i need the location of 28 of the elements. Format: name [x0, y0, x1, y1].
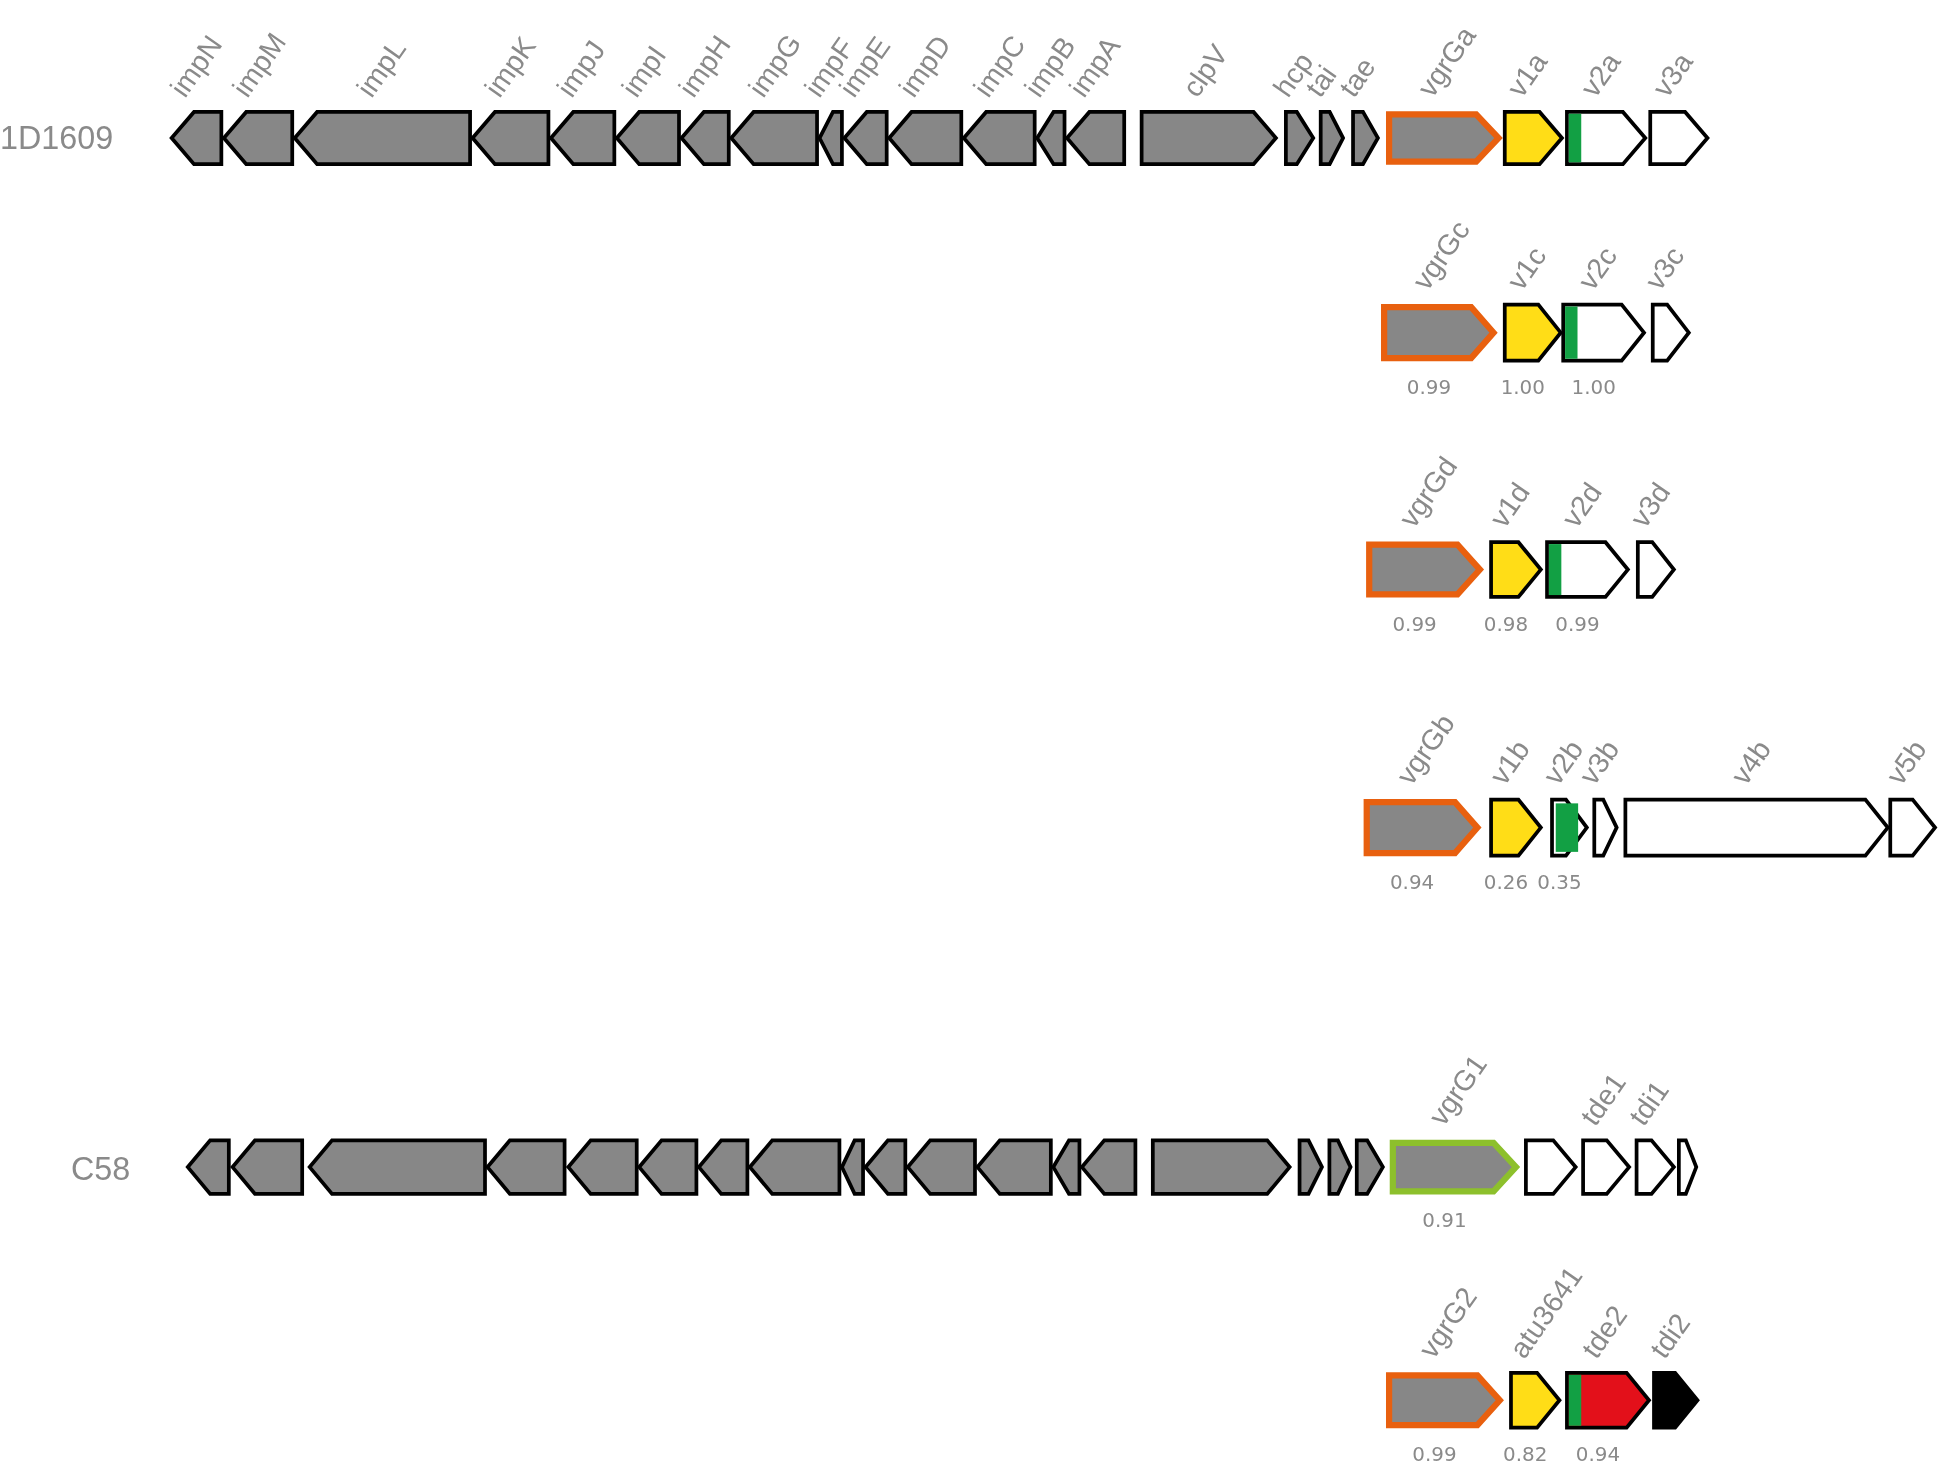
similarity-value: 0.98 — [1483, 611, 1529, 637]
gene-name: tdi2 — [1643, 1308, 1695, 1363]
similarity-value: 1.00 — [1500, 375, 1545, 401]
similarity-value: 0.99 — [1412, 1442, 1457, 1468]
similarity-value: 0.94 — [1575, 1442, 1621, 1468]
similarity-value: 1.00 — [1571, 375, 1616, 401]
gene-name: v3a — [1646, 47, 1698, 102]
similarity-value: 0.26 — [1483, 870, 1529, 896]
gene-name: v2d — [1555, 477, 1607, 533]
similarity-value: 0.82 — [1503, 1442, 1548, 1468]
gene-name: v5b — [1880, 734, 1932, 790]
gene-name: v1c — [1500, 241, 1551, 295]
strain-label: 1D1609 — [0, 119, 114, 157]
similarity-value: 0.99 — [1406, 375, 1452, 401]
similarity-value: 0.35 — [1537, 870, 1582, 896]
similarity-value: 0.99 — [1392, 611, 1437, 637]
gene-name: v1d — [1484, 477, 1535, 533]
gene-name: v4b — [1724, 734, 1776, 790]
gene-name: v2c — [1571, 241, 1622, 295]
similarity-value: 0.91 — [1422, 1208, 1467, 1234]
gene-name: v3c — [1638, 241, 1689, 295]
gene-name: v2a — [1574, 47, 1626, 102]
gene-name: v3d — [1623, 477, 1675, 533]
similarity-value: 0.99 — [1555, 611, 1600, 637]
similarity-value: 0.94 — [1389, 870, 1435, 896]
gene-name: v1a — [1501, 47, 1553, 102]
strain-label: C58 — [70, 1150, 131, 1188]
gene-name: v1b — [1484, 734, 1535, 790]
